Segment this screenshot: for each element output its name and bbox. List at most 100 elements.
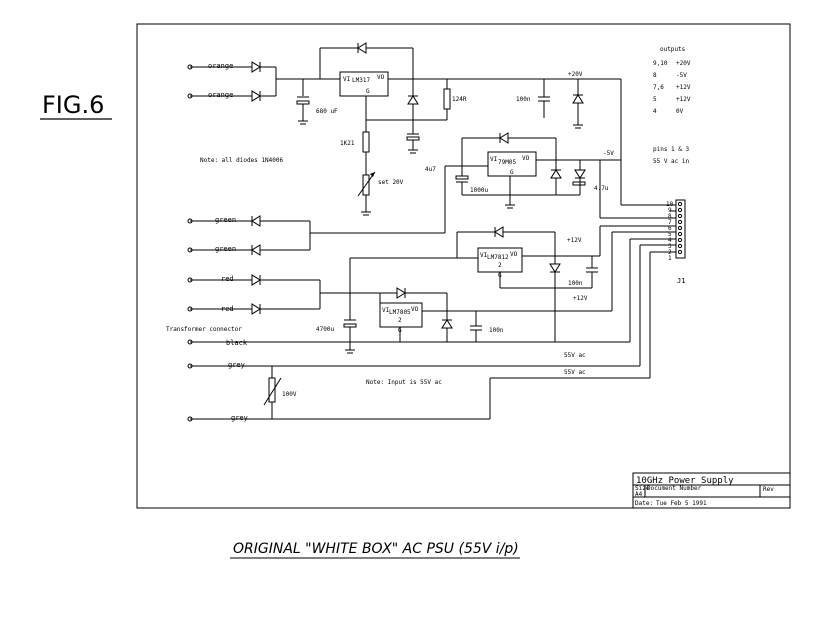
title-block-date: Tue Feb 5 1991: [656, 500, 707, 507]
terminal-red-1: [187, 277, 193, 283]
title-block-size-value: A4: [635, 491, 643, 498]
diode-red-2: [251, 303, 261, 315]
note-input: Note: Input is 55V ac: [366, 379, 442, 386]
wire-label-grey-1: grey: [228, 361, 245, 369]
regulator-lm317: [339, 71, 389, 97]
diode-green-1: [251, 215, 261, 227]
pin-label: 2: [668, 249, 672, 256]
wire-label-red-1: red: [221, 275, 234, 283]
svg-text:VO: VO: [411, 306, 419, 313]
label-c4u7: 4u7: [425, 166, 436, 173]
title-block-docnum: Document Number: [647, 485, 702, 492]
label-79m05: 79M05: [498, 159, 516, 166]
terminal-green-1: [187, 218, 193, 224]
wire-label-orange-2: orange: [208, 91, 233, 99]
wire-label-green-1: green: [215, 216, 236, 224]
wire-label-grey-2: grey: [231, 414, 248, 422]
diode-79m05-bypass: [499, 132, 509, 144]
terminal-orange-1: [187, 64, 193, 70]
output-line: 4: [653, 108, 657, 115]
capacitor-4u7: [406, 136, 420, 141]
title-block-size-label: Size: [635, 485, 650, 492]
pin-label: 8: [668, 213, 672, 220]
rail-label-ac2: 55V ac: [564, 369, 586, 376]
connector-j1: [670, 199, 686, 259]
svg-text:+20V: +20V: [676, 60, 691, 67]
diode-orange-1: [251, 61, 261, 73]
svg-text:VO: VO: [377, 74, 385, 81]
diode-lm7805-bypass: [396, 287, 406, 299]
svg-text:+12V: +12V: [676, 96, 691, 103]
label-r1k: 1K21: [340, 140, 355, 147]
input-value: 55 V ac in: [653, 158, 690, 165]
diode-red-1: [251, 274, 261, 286]
terminal-orange-2: [187, 93, 193, 99]
label-vdr: 100V: [282, 391, 297, 398]
title-block: [632, 472, 791, 509]
label-vr-set: set 20V: [378, 179, 404, 186]
label-lm7812: LM7812: [487, 254, 509, 261]
label-c4700: 4700u: [316, 326, 334, 333]
outputs-heading: outputs: [660, 46, 686, 53]
pin-label: 1: [668, 255, 672, 262]
label-lm7805: LM7805: [389, 309, 411, 316]
diode-lm317-protect: [407, 95, 419, 105]
pin-label: 6: [668, 225, 672, 232]
svg-text:VI: VI: [480, 252, 488, 259]
regulator-79m05: [487, 151, 537, 177]
diode-m5v-a: [550, 169, 562, 179]
svg-text:VO: VO: [522, 155, 530, 162]
transformer-label: Transformer connector: [166, 326, 242, 333]
label-lm317: LM317: [352, 77, 370, 84]
label-c680: 680 uF: [316, 108, 338, 115]
drawing-frame: [136, 23, 791, 509]
svg-text:0V: 0V: [676, 108, 684, 115]
title-block-rev: Rev: [763, 486, 774, 493]
wire-label-black: black: [226, 339, 248, 347]
regulator-lm7805: [379, 302, 423, 328]
resistor-124r: [443, 88, 451, 110]
title-block-title: 10GHz Power Supply: [636, 476, 734, 486]
note-diodes: Note: all diodes 1N4006: [200, 157, 283, 164]
svg-text:G: G: [366, 88, 370, 95]
pin-label: 3: [668, 243, 672, 250]
diode-12v-b: [441, 319, 453, 329]
wire-label-green-2: green: [215, 245, 236, 253]
diode-orange-2: [251, 90, 261, 102]
terminal-green-2: [187, 247, 193, 253]
terminal-red-2: [187, 306, 193, 312]
output-line: 7,6: [653, 84, 664, 91]
label-c100n-mid: 100n: [568, 280, 583, 287]
rail-label-ac1: 55V ac: [564, 352, 586, 359]
pin-label: 7: [668, 219, 672, 226]
title-block-date-label: Date:: [635, 500, 653, 507]
outputs-list: 9,10 +20V 8 -5V 7,6 +12V 5 +12V 4 0V: [653, 60, 691, 115]
svg-text:2: 2: [398, 317, 402, 324]
diode-20v-out: [572, 94, 584, 104]
figure-label: FIG.6: [42, 91, 104, 119]
pin-label: 9: [668, 207, 672, 214]
rail-label-12v-b: +12V: [573, 295, 588, 302]
connector-name: J1: [677, 277, 685, 285]
output-line: 8: [653, 72, 657, 79]
diode-12v-a: [549, 263, 561, 273]
output-line: 5: [653, 96, 657, 103]
pin-label: 5: [668, 231, 672, 238]
diode-lm317-bypass: [357, 42, 367, 54]
caption: ORIGINAL "WHITE BOX" AC PSU (55V i/p): [233, 541, 519, 557]
svg-text:+12V: +12V: [676, 84, 691, 91]
rail-label-12v-a: +12V: [567, 237, 582, 244]
label-c100n-low: 100n: [489, 327, 504, 334]
diode-lm7812-bypass: [494, 226, 504, 238]
svg-text:VI: VI: [343, 76, 351, 83]
svg-text:VO: VO: [510, 251, 518, 258]
label-c1000: 1000u: [470, 187, 488, 194]
capacitor-1000u: [455, 175, 469, 180]
capacitor-680uf: [296, 100, 310, 105]
svg-text:G: G: [510, 169, 514, 176]
svg-text:VI: VI: [490, 156, 498, 163]
input-pins: pins 1 & 3: [653, 146, 690, 153]
pin-label: 10: [666, 201, 674, 208]
label-c4u7b: 4.7u: [594, 185, 609, 192]
resistor-1k21: [362, 131, 370, 153]
